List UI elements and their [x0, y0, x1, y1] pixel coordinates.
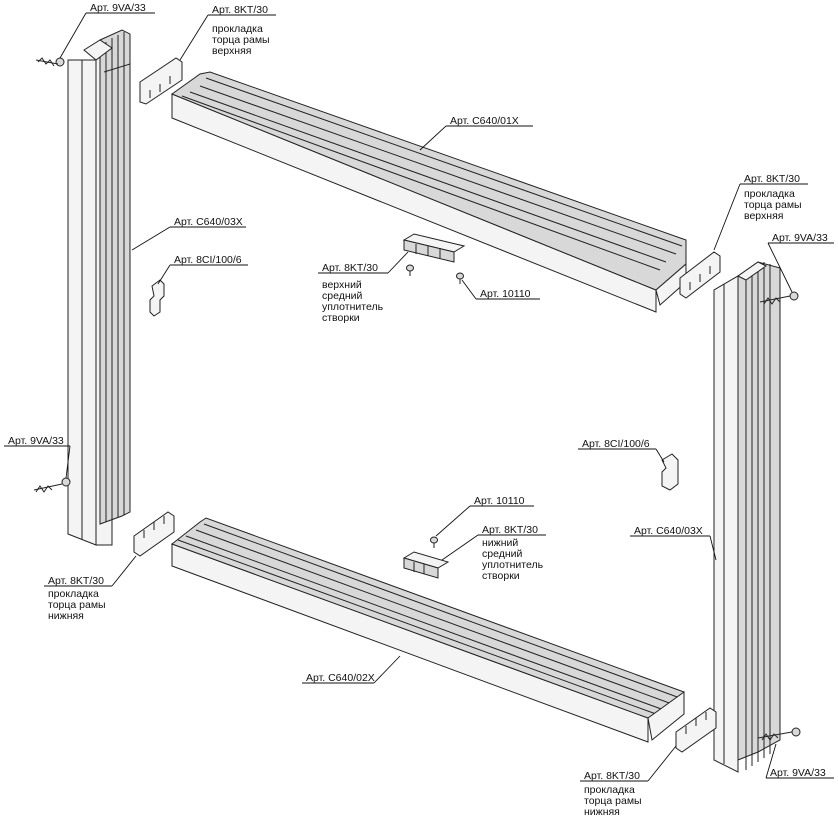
label-cap-top-left-desc-3: верхняя [212, 45, 251, 57]
clip-right [661, 453, 679, 491]
label-cap-top-left-code: Арт. 8KT/30 [212, 4, 268, 16]
label-cap-bottom-right-desc-1: прокладка [584, 784, 635, 796]
label-cap-bottom-left-desc-1: прокладка [48, 588, 99, 600]
label-cap-bottom-left-code: Арт. 8KT/30 [48, 575, 104, 587]
left-vertical-profile [67, 29, 131, 546]
label-clip-right: Арт. 8CI/100/6 [582, 438, 650, 450]
label-cap-top-left-desc-1: прокладка [212, 23, 263, 35]
label-cap-top-right-desc-1: прокладка [744, 188, 795, 200]
clip-left [149, 279, 165, 317]
label-seal-top-desc-4: створки [322, 312, 360, 324]
label-seal-top-screw: Арт. 10110 [480, 288, 531, 300]
screw-bottom-right [757, 727, 801, 741]
label-cap-bottom-left-desc-3: нижняя [48, 610, 84, 622]
label-bottom-profile: Арт. C640/02X [306, 672, 375, 684]
label-seal-bottom-desc-1: нижний [482, 537, 518, 549]
right-vertical-profile [713, 261, 781, 773]
label-cap-bottom-left-desc-2: торца рамы [48, 599, 106, 611]
label-seal-top-desc-1: верхний [322, 279, 362, 291]
label-cap-top-left-desc-2: торца рамы [212, 34, 270, 46]
label-cap-top-right-desc-2: торца рамы [744, 199, 802, 211]
seal-bottom-middle [402, 536, 450, 579]
label-screw-top-right: Арт. 9VA/33 [772, 232, 828, 244]
leader-lines [4, 12, 834, 782]
label-cap-bottom-right-desc-2: торца рамы [584, 795, 642, 807]
end-cap-bottom-right [675, 707, 717, 753]
label-cap-top-right-code: Арт. 8KT/30 [744, 173, 800, 185]
label-seal-bottom-screw: Арт. 10110 [474, 495, 525, 507]
label-right-profile: Арт. C640/03X [634, 525, 703, 537]
label-seal-bottom-desc-2: средний [482, 548, 522, 560]
label-seal-top-code: Арт. 8KT/30 [322, 262, 378, 274]
label-cap-top-right-desc-3: верхняя [744, 210, 783, 222]
bottom-horizontal-profile [170, 517, 685, 743]
label-top-profile: Арт. C640/01X [450, 115, 519, 127]
top-horizontal-profile [170, 71, 687, 313]
screw-top-right [759, 291, 799, 305]
label-screw-mid-left: Арт. 9VA/33 [8, 435, 64, 447]
label-seal-top-desc-3: уплотнитель [322, 301, 384, 313]
label-screw-bottom-right: Арт. 9VA/33 [770, 767, 826, 779]
label-cap-bottom-right-desc-3: нижняя [584, 806, 620, 818]
label-seal-bottom-desc-4: створки [482, 570, 520, 582]
label-seal-bottom-code: Арт. 8KT/30 [482, 524, 538, 536]
label-clip-left: Арт. 8CI/100/6 [174, 254, 242, 266]
end-cap-top-right [679, 251, 721, 299]
label-seal-bottom-desc-3: уплотнитель [482, 559, 544, 571]
end-cap-top-left [139, 57, 183, 105]
seal-top-middle [402, 233, 466, 284]
label-screw-top-left: Арт. 9VA/33 [90, 2, 146, 14]
label-cap-bottom-right-code: Арт. 8KT/30 [584, 770, 640, 782]
screw-mid-left [33, 477, 71, 493]
label-left-profile: Арт. C640/03X [174, 216, 243, 228]
end-cap-bottom-left [133, 511, 175, 557]
screw-top-left [35, 57, 65, 67]
label-seal-top-desc-2: средний [322, 290, 362, 302]
